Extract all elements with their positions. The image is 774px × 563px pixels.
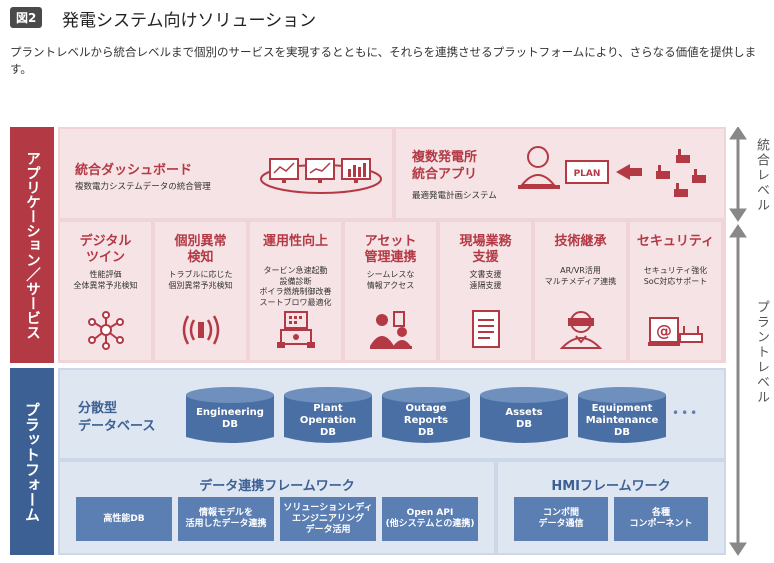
svg-text:@: @ — [656, 321, 672, 340]
lead-text: プラントレベルから統合レベルまで個別のサービスを実現するとともに、それらを連携さ… — [10, 45, 757, 76]
distributed-db-title: 分散型データベース — [78, 401, 156, 434]
service-title: デジタルツイン — [79, 234, 132, 265]
dashboard-desc: 複数電力システムデータの統合管理 — [75, 182, 211, 192]
more-dbs-ellipsis: ••• — [672, 406, 700, 420]
data-framework-item: ソリューションレディエンジニアリングデータ活用 — [280, 497, 376, 541]
plan-label: PLAN — [574, 169, 601, 179]
service-asset-management: アセット管理連携シームレスな情報アクセス — [345, 222, 436, 360]
security-icon: @ — [647, 317, 703, 346]
dashboard-monitors-icon — [260, 158, 382, 194]
service-digital-twin: デジタルツイン性能評価全体異常予兆検知 — [60, 222, 151, 360]
data-framework-title: データ連携フレームワーク — [199, 479, 355, 494]
field-support-icon — [471, 310, 500, 348]
hmi-framework-title: HMIフレームワーク — [551, 479, 671, 494]
service-field-support: 現場業務支援文書支援遠隔支援 — [440, 222, 531, 360]
application-side-label: アプリケーション／サービス — [10, 127, 54, 363]
anomaly-detection-icon — [182, 315, 219, 345]
skill-transfer-icon — [559, 311, 602, 349]
integrated-level-label: 統合レベル — [754, 138, 769, 213]
service-title: セキュリティ — [636, 234, 715, 249]
service-title: 技術継承 — [554, 234, 607, 249]
plant-level-label: プラントレベル — [754, 300, 769, 405]
service-title: 現場業務支援 — [459, 234, 512, 265]
service-desc: 性能評価全体異常予兆検知 — [73, 270, 138, 290]
multiplant-box: 複数発電所統合アプリ 最適発電計画システム PLAN — [396, 129, 724, 218]
planning-icon: PLAN — [518, 146, 706, 197]
multiplant-desc: 最適発電計画システム — [412, 191, 497, 201]
service-desc: トラブルに応じた個別異常予兆検知 — [168, 270, 233, 290]
data-framework-item: 情報モデルを活用したデータ連携 — [178, 497, 274, 541]
service-title: 運用性向上 — [262, 234, 328, 249]
platform-side-label: プラットフォーム — [10, 368, 54, 555]
service-desc: AR/VR活用マルチメディア連携 — [544, 266, 617, 286]
data-framework-item: 高性能DB — [76, 497, 172, 541]
digital-twin-icon — [87, 311, 124, 350]
service-title: アセット管理連携 — [364, 234, 417, 265]
figure-title: 発電システム向けソリューション — [62, 11, 317, 31]
service-desc: シームレスな情報アクセス — [366, 270, 415, 290]
service-operability: 運用性向上タービン急速起動設備診断ボイラ燃焼制御改善スートブロワ最適化 — [250, 222, 341, 360]
service-title: 個別異常検知 — [174, 234, 227, 265]
service-anomaly-detection: 個別異常検知トラブルに応じた個別異常予兆検知 — [155, 222, 246, 360]
service-desc: 文書支援遠隔支援 — [469, 270, 502, 290]
dashboard-title: 統合ダッシュボード — [75, 163, 193, 178]
service-skill-transfer: 技術継承 AR/VR活用マルチメディア連携 — [535, 222, 626, 360]
hmi-framework-item: 各種コンポーネント — [614, 497, 708, 541]
dashboard-box: 統合ダッシュボード 複数電力システムデータの統合管理 — [60, 129, 392, 218]
service-desc: タービン急速起動設備診断ボイラ燃焼制御改善スートブロワ最適化 — [259, 266, 332, 307]
multiplant-title: 複数発電所統合アプリ — [412, 150, 478, 182]
operability-icon — [276, 311, 315, 348]
level-arrows — [729, 127, 747, 556]
figure-tag: 図2 — [10, 7, 43, 28]
asset-management-icon — [369, 311, 412, 349]
data-framework-item: Open API(他システムとの連携) — [382, 497, 478, 541]
hmi-framework-item: コンポ間データ通信 — [514, 497, 608, 541]
